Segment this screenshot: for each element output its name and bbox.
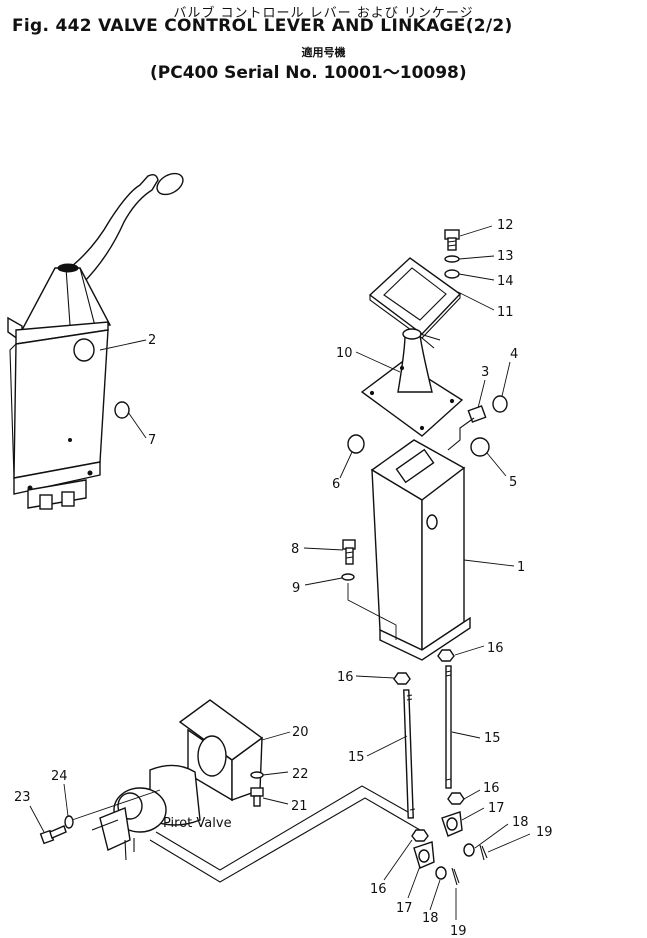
callout-22: 22 (292, 767, 309, 782)
part-6-grommet (347, 434, 365, 454)
callout-17-left: 17 (396, 901, 413, 916)
callout-1: 1 (517, 560, 525, 575)
part-15-rod-left (403, 689, 416, 819)
callout-3: 3 (481, 365, 489, 380)
callout-13: 13 (497, 249, 514, 264)
callout-12: 12 (497, 218, 514, 233)
part-15-rod-right (445, 665, 452, 789)
callout-8: 8 (291, 542, 299, 557)
part-16-nut-d (411, 829, 429, 842)
part-16-nut-b (393, 672, 411, 685)
assembled-lever-drawing (7, 172, 184, 510)
pilot-valve-label: Pirot Valve (163, 816, 232, 831)
callout-2: 2 (148, 333, 156, 348)
callout-19-right: 19 (536, 825, 553, 840)
part-10-rubber-boot (360, 328, 464, 437)
callout-5: 5 (509, 475, 517, 490)
part-7-grommet-left (114, 401, 130, 419)
part-1-lever-housing (370, 439, 471, 661)
callout-10: 10 (336, 346, 353, 361)
callout-16-a: 16 (487, 641, 504, 656)
callout-21: 21 (291, 799, 308, 814)
part-17-ball-joint-left (413, 841, 435, 869)
part-23-bolt (39, 825, 67, 845)
callout-18-left: 18 (422, 911, 439, 926)
callout-11: 11 (497, 305, 514, 320)
leader-lines (29, 225, 531, 920)
part-19-cotter-pin-left (451, 867, 460, 886)
callout-16-d: 16 (370, 882, 387, 897)
part-12-bolt (444, 229, 460, 251)
part-21-bolt (250, 787, 264, 807)
part-5-grommet (470, 437, 490, 457)
japanese-title: バルブ コントロール レバー および リンケージ (173, 6, 474, 21)
part-19-cotter-pin-right (479, 844, 488, 861)
part-14-washer (444, 269, 460, 279)
callout-7: 7 (148, 433, 156, 448)
callout-labels: 12 13 14 11 10 3 4 2 7 6 5 8 1 9 16 16 1… (14, 218, 553, 938)
figure-title: Fig. 442 VALVE CONTROL LEVER AND LINKAGE… (12, 16, 513, 36)
part-8-bolt (342, 539, 356, 565)
part-16-nut-c (447, 792, 465, 805)
callout-16-c: 16 (483, 781, 500, 796)
part-24-washer (64, 815, 74, 829)
callout-17-right: 17 (488, 801, 505, 816)
part-18-washer-right (463, 843, 475, 857)
part-18-washer-left (435, 866, 447, 880)
applicability-label: 適用号機 (301, 46, 346, 59)
serial-range: (PC400 Serial No. 10001～10098) (150, 63, 467, 83)
callout-18-right: 18 (512, 815, 529, 830)
callout-16-b: 16 (337, 670, 354, 685)
part-11-cover-plate (368, 257, 462, 339)
callout-24: 24 (51, 769, 68, 784)
part-17-ball-joint-right (441, 811, 463, 837)
callout-15-right: 15 (484, 731, 501, 746)
part-3-fitting (447, 405, 487, 451)
callout-14: 14 (497, 274, 514, 289)
part-9-washer (341, 573, 355, 581)
callout-19-left: 19 (450, 924, 467, 938)
part-20-bracket-with-pilot-valve (91, 699, 264, 861)
part-22-washer (250, 771, 264, 779)
part-16-nut-a (437, 649, 455, 662)
callout-23: 23 (14, 790, 31, 805)
part-4-grommet (492, 395, 508, 413)
callout-20: 20 (292, 725, 309, 740)
callout-9: 9 (292, 581, 300, 596)
part-13-washer (444, 255, 460, 263)
callout-6: 6 (332, 477, 340, 492)
callout-4: 4 (510, 347, 518, 362)
callout-15-left: 15 (348, 750, 365, 765)
